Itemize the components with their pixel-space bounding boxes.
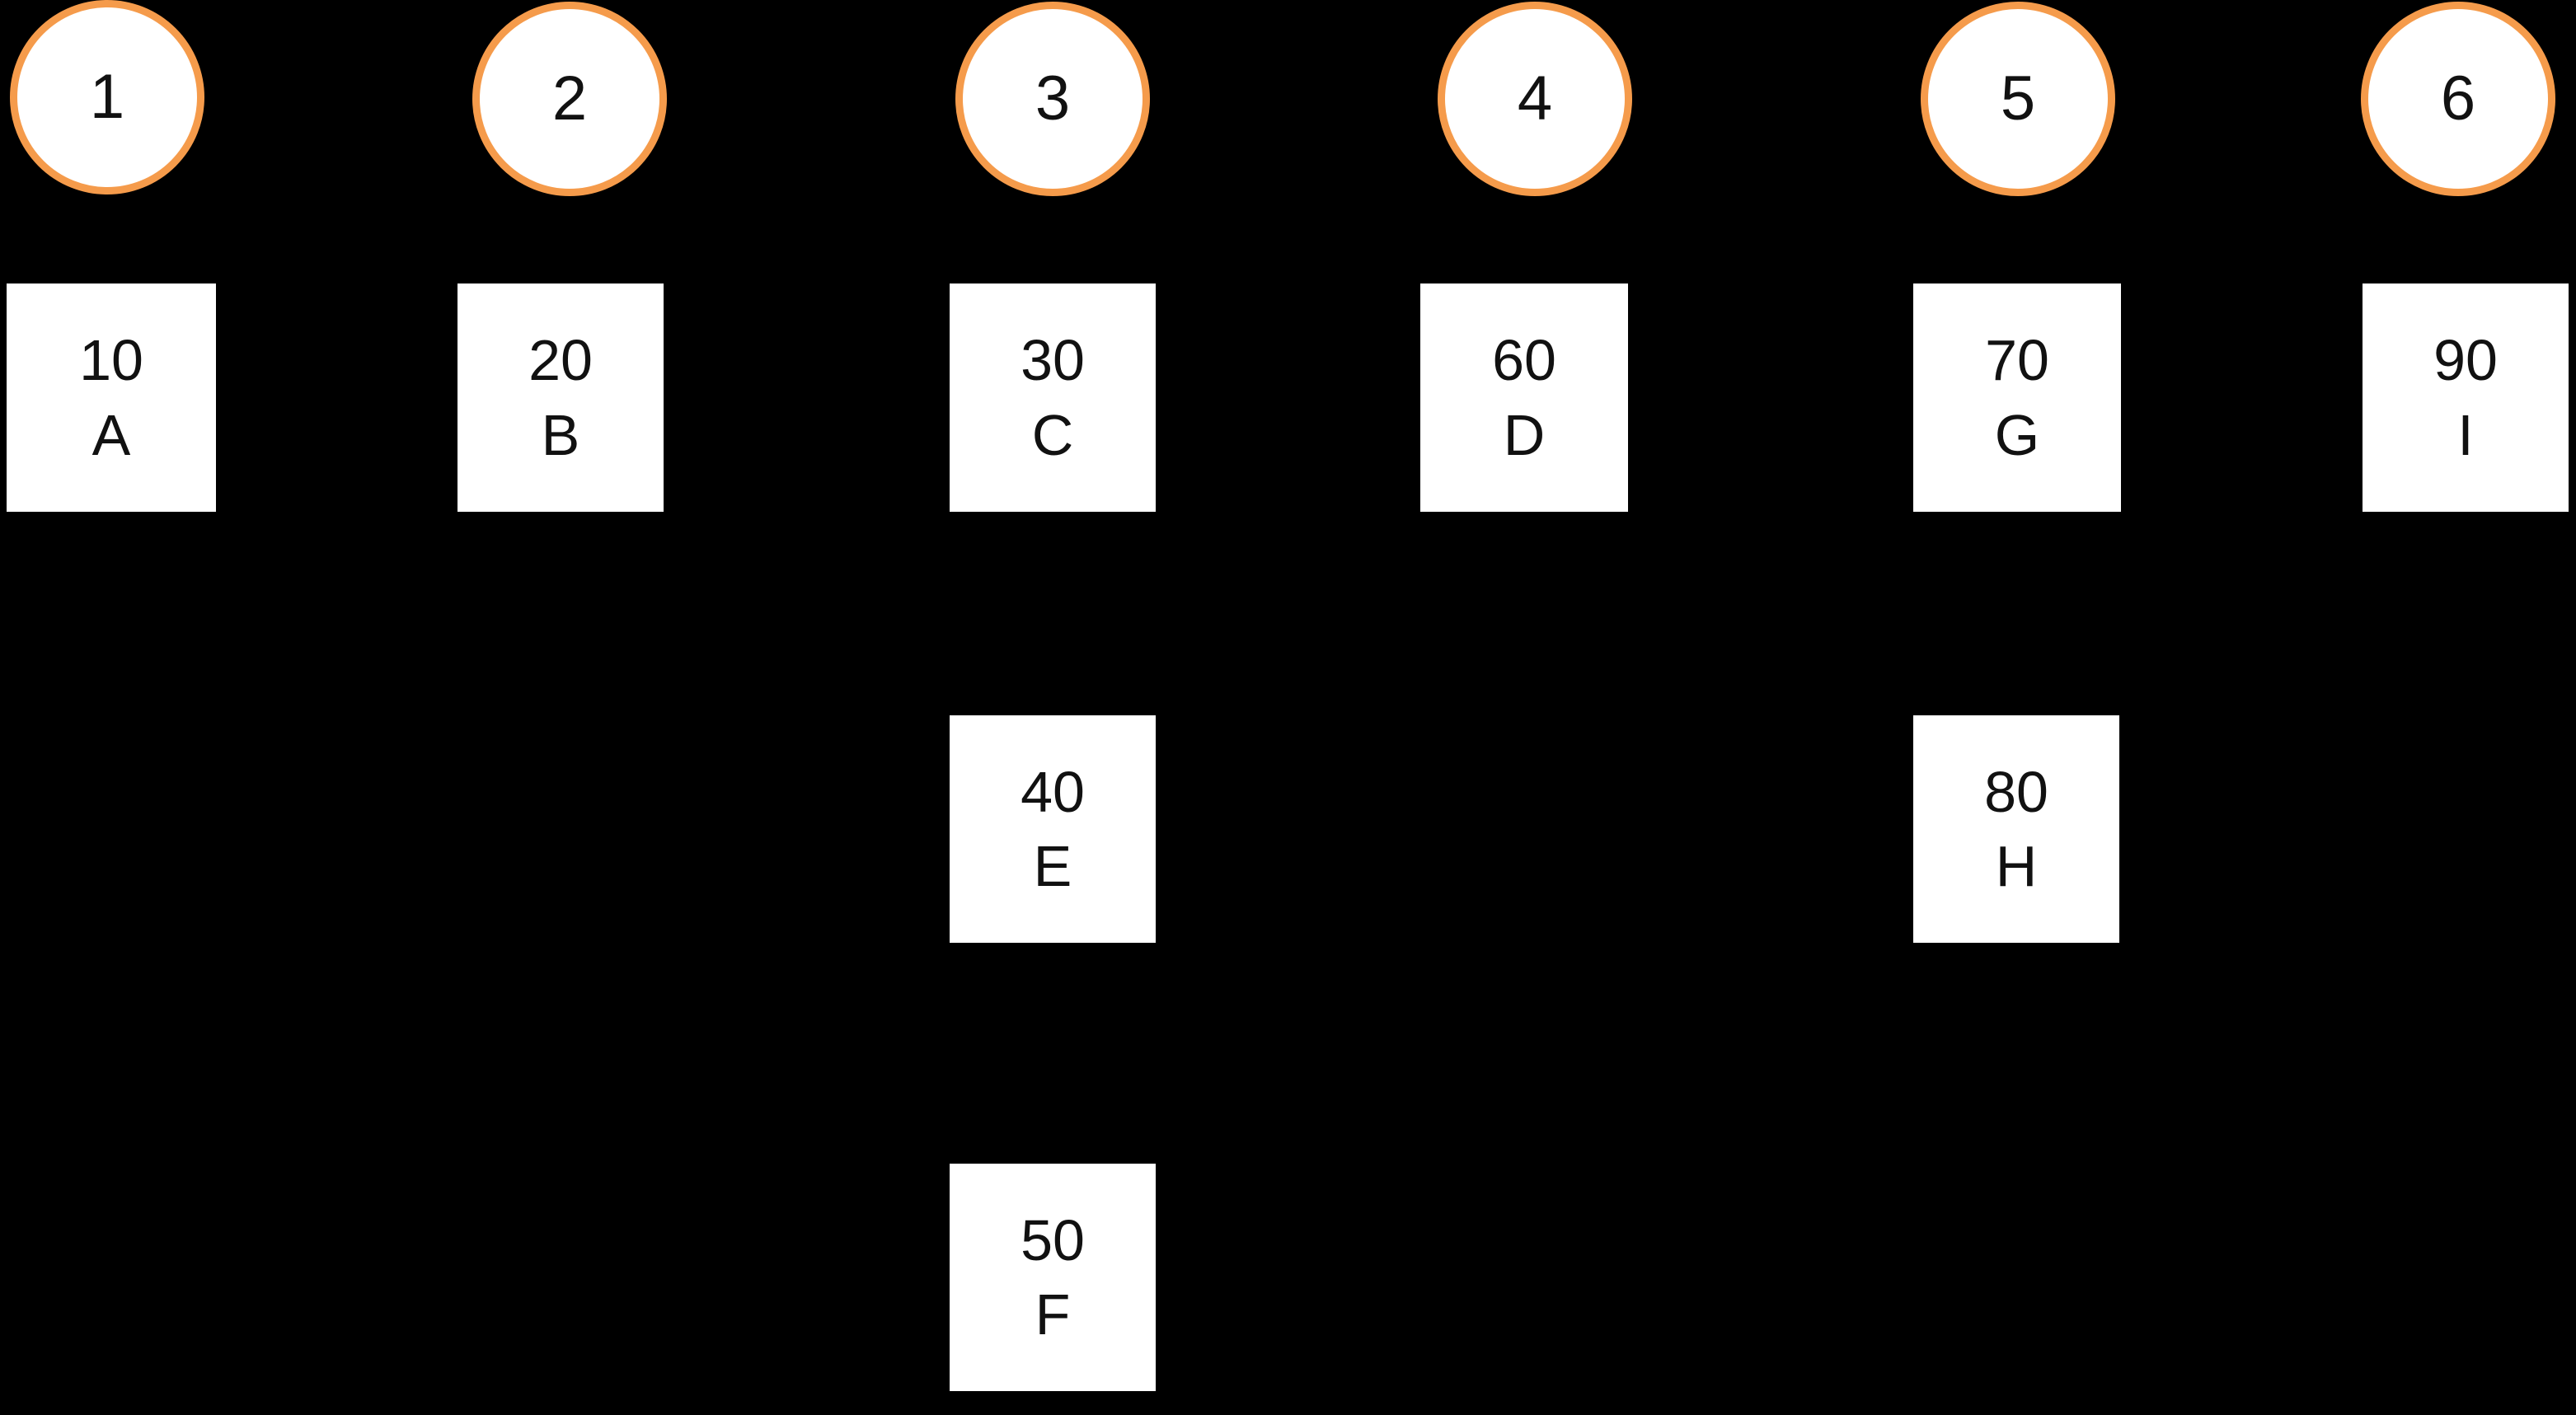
- task-label: C: [1031, 402, 1074, 467]
- lane-header-circle-3[interactable]: 3: [955, 2, 1150, 196]
- task-label: B: [541, 402, 580, 467]
- lane-header-label: 3: [1035, 63, 1071, 134]
- lane-header-circle-6[interactable]: 6: [2361, 2, 2555, 196]
- task-label: I: [2457, 402, 2474, 467]
- task-label: E: [1033, 834, 1072, 898]
- lane-header-label: 1: [89, 62, 125, 132]
- lane-header-circle-5[interactable]: 5: [1921, 2, 2115, 196]
- lane-header-circle-1[interactable]: 1: [10, 0, 204, 194]
- task-label: H: [1995, 834, 2038, 898]
- task-value: 40: [1021, 759, 1085, 824]
- task-value: 10: [79, 328, 143, 393]
- task-label: D: [1503, 402, 1546, 467]
- lane-header-label: 4: [1517, 63, 1553, 134]
- lane-header-circle-4[interactable]: 4: [1438, 2, 1632, 196]
- task-label: F: [1035, 1282, 1071, 1347]
- task-value: 50: [1021, 1207, 1085, 1272]
- task-value: 60: [1492, 328, 1556, 393]
- task-value: 90: [2433, 328, 2498, 393]
- task-value: 80: [1984, 759, 2048, 824]
- lane-header-label: 2: [551, 63, 588, 134]
- lane-header-circle-2[interactable]: 2: [472, 2, 667, 196]
- lane-header-label: 6: [2440, 63, 2476, 134]
- task-label: A: [91, 402, 131, 467]
- lane-header-label: 5: [2000, 63, 2036, 134]
- task-value: 20: [528, 328, 593, 393]
- task-label: G: [1994, 402, 2040, 467]
- task-value: 30: [1021, 328, 1085, 393]
- task-value: 70: [1985, 328, 2049, 393]
